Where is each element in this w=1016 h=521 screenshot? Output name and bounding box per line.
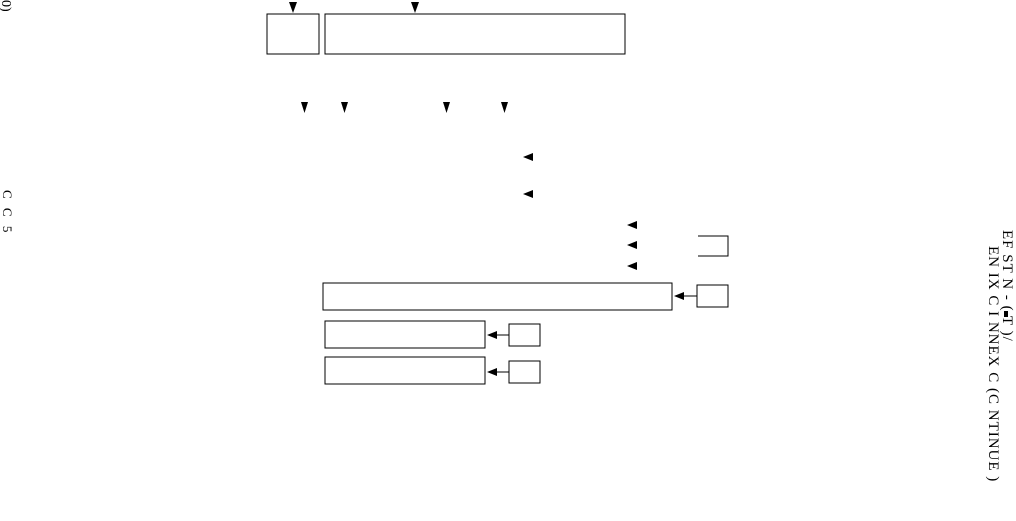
- left-arrow-2: [523, 190, 533, 198]
- left-arrow-5: [627, 262, 637, 270]
- bracket-box: [698, 235, 729, 257]
- row2-arrow-2: [341, 102, 348, 113]
- mid-field-tag-box-1: [508, 323, 541, 347]
- mid-field-tag-box-2: [508, 360, 541, 384]
- mid-field-arrow-1: [487, 331, 497, 339]
- mid-field-box-2: [324, 356, 486, 385]
- top-arrow-left: [289, 2, 297, 13]
- row2-arrow-4: [501, 102, 508, 113]
- row2-arrow-1: [301, 102, 308, 113]
- top-arrow-right: [411, 2, 419, 13]
- heading-dash-mark: [1004, 311, 1008, 317]
- wide-field-tag-box: [696, 284, 729, 308]
- left-arrow-4: [627, 241, 637, 249]
- row2-arrow-3: [443, 102, 450, 113]
- wide-field-arrow: [674, 292, 684, 300]
- mid-field-arrow-2: [487, 368, 497, 376]
- top-small-box: [266, 13, 320, 55]
- left-arrow-1: [523, 153, 533, 161]
- top-wide-box: [324, 13, 626, 55]
- left-arrow-3: [627, 221, 637, 229]
- mid-field-box-1: [324, 320, 486, 349]
- wide-field-box: [322, 282, 673, 311]
